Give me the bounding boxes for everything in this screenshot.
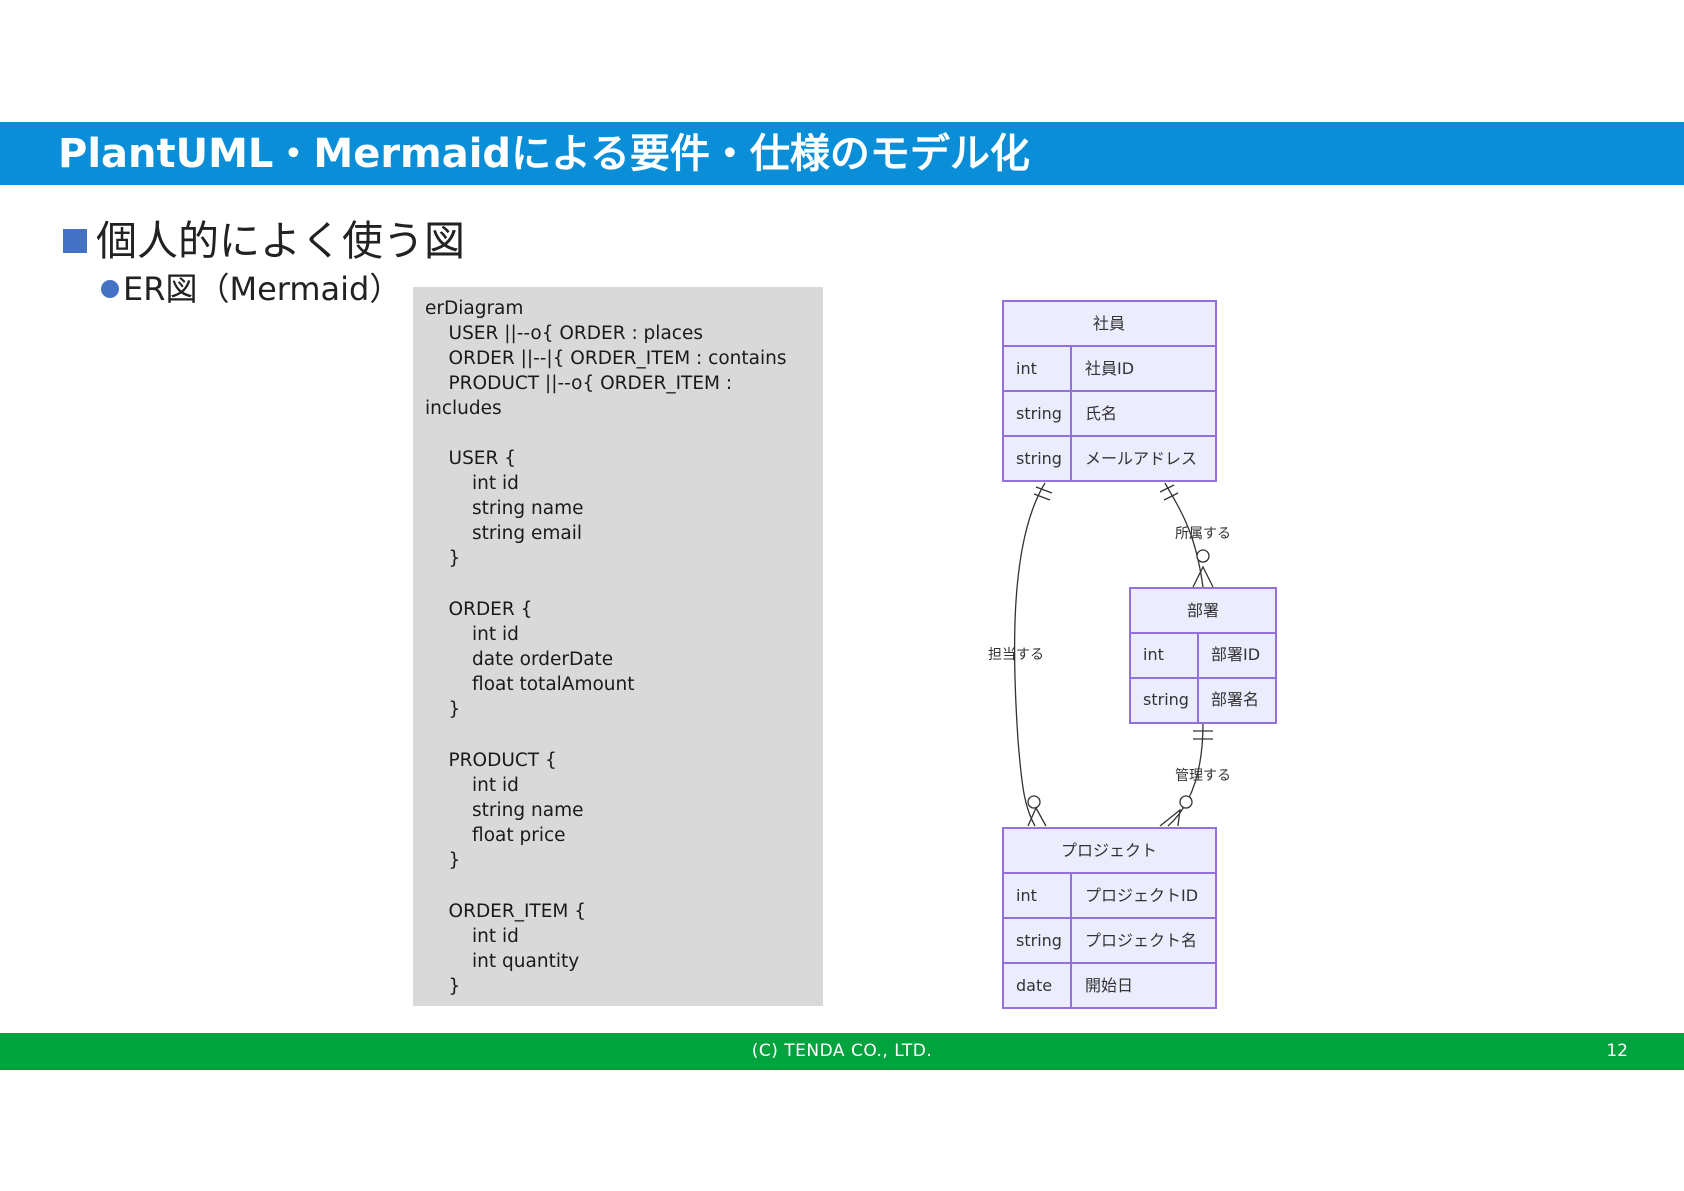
cardinality-marks	[1027, 484, 1214, 827]
relation-label-manage: 管理する	[1175, 768, 1231, 784]
code-line: string email	[425, 523, 583, 544]
code-line: }	[425, 548, 461, 569]
dot-bullet-icon	[101, 280, 119, 298]
relation-line-manage	[1167, 722, 1204, 827]
relation-line-belongs	[1164, 482, 1204, 588]
attr-type: string	[1016, 931, 1062, 950]
footer-bar	[0, 1033, 1684, 1070]
entity-title: 社員	[1093, 314, 1125, 333]
code-line: string name	[425, 498, 584, 519]
attr-type: date	[1016, 976, 1052, 995]
attr-type: string	[1016, 449, 1062, 468]
attr-name: 氏名	[1085, 404, 1117, 423]
entity-employee: 社員 int 社員ID string 氏名 string メールアドレス	[1002, 300, 1217, 482]
code-line: }	[425, 976, 461, 997]
code-line: }	[425, 699, 461, 720]
page-number: 12	[1606, 1041, 1628, 1061]
relation-label-belongs: 所属する	[1175, 526, 1231, 542]
code-line: PRODUCT ||--o{ ORDER_ITEM :	[425, 373, 733, 394]
code-line: int id	[425, 775, 519, 796]
code-line: USER ||--o{ ORDER : places	[425, 323, 703, 344]
code-line: date orderDate	[425, 649, 614, 670]
attr-name: プロジェクトID	[1085, 886, 1198, 905]
attr-type: int	[1016, 886, 1037, 905]
square-bullet-icon	[63, 229, 87, 253]
attr-type: string	[1016, 404, 1062, 423]
code-line: float totalAmount	[425, 674, 635, 695]
code-line: ORDER ||--|{ ORDER_ITEM : contains	[425, 348, 787, 369]
entity-department: 部署 int 部署ID string 部署名	[1129, 587, 1277, 724]
relation-line-charge	[1013, 482, 1046, 827]
title-bar	[0, 122, 1684, 185]
attr-type: int	[1143, 645, 1164, 664]
er-diagram: 所属する 担当する 管理する 社員 int 社員ID string 氏名 str…	[988, 300, 1277, 1009]
slide-title: PlantUML・Mermaidによる要件・仕様のモデル化	[58, 131, 1030, 177]
attr-name: プロジェクト名	[1085, 931, 1197, 950]
entity-project: プロジェクト int プロジェクトID string プロジェクト名 date …	[1002, 827, 1217, 1009]
code-line: string name	[425, 800, 584, 821]
code-line: int id	[425, 624, 519, 645]
code-line: int id	[425, 926, 519, 947]
attr-name: 開始日	[1085, 976, 1133, 995]
attr-name: 部署名	[1211, 690, 1259, 709]
code-line: int id	[425, 473, 519, 494]
attr-name: 社員ID	[1085, 359, 1134, 378]
code-line: USER {	[425, 448, 517, 469]
copyright-text: (C) TENDA CO., LTD.	[751, 1041, 933, 1061]
code-block: erDiagram USER ||--o{ ORDER : places ORD…	[413, 287, 823, 1006]
code-line: includes	[425, 398, 502, 419]
attr-name: メールアドレス	[1085, 449, 1197, 468]
code-line: float price	[425, 825, 566, 846]
section-heading: 個人的によく使う図	[96, 217, 465, 265]
entity-title: 部署	[1187, 601, 1219, 620]
attr-type: int	[1016, 359, 1037, 378]
code-line: ORDER {	[425, 599, 533, 620]
code-line: erDiagram	[425, 298, 524, 319]
attr-name: 部署ID	[1211, 645, 1260, 664]
code-line: }	[425, 850, 461, 871]
entity-title: プロジェクト	[1061, 841, 1157, 860]
relation-label-charge: 担当する	[988, 647, 1044, 663]
section-subheading: ER図（Mermaid）	[123, 270, 402, 308]
code-line: int quantity	[425, 951, 580, 972]
code-line: ORDER_ITEM {	[425, 901, 587, 922]
attr-type: string	[1143, 690, 1189, 709]
code-line: PRODUCT {	[425, 750, 557, 771]
